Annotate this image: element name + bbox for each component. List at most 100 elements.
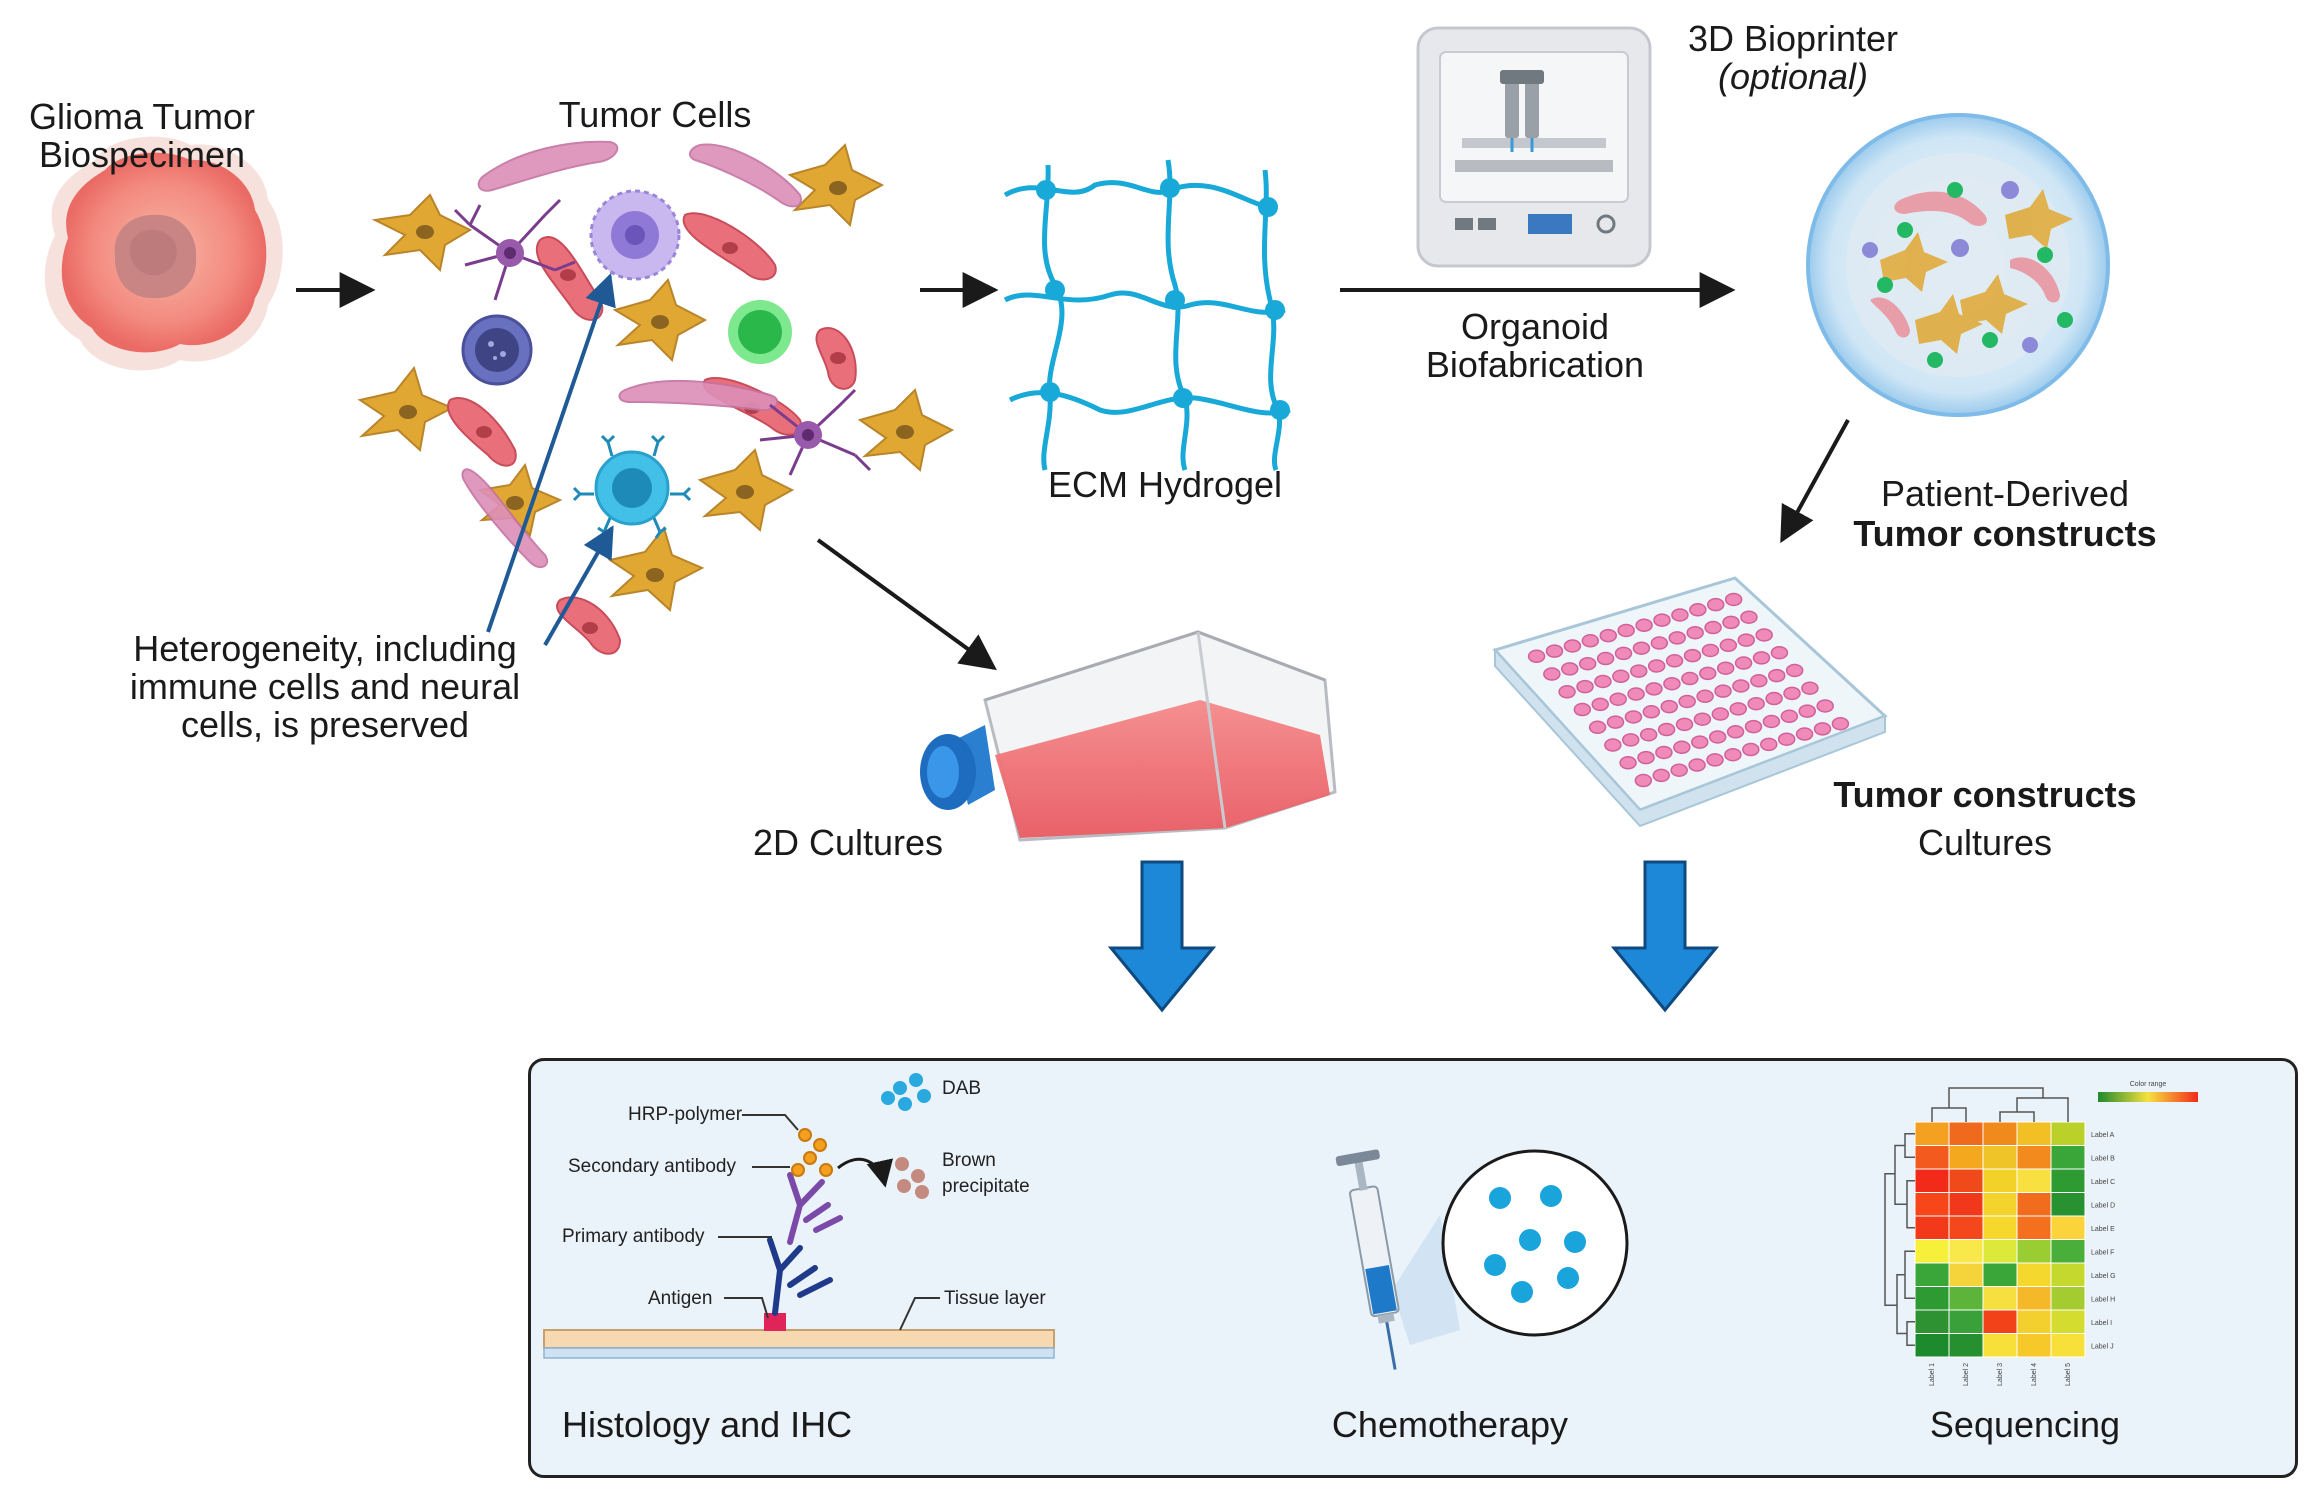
cultures-2d-label: 2D Cultures: [752, 822, 944, 863]
well: [1663, 676, 1681, 691]
well: [1683, 648, 1702, 663]
lymphocyte-cell: [461, 314, 533, 386]
heatmap-row-label: Label C: [2091, 1179, 2115, 1186]
well: [1691, 735, 1709, 749]
heatmap-dendrogram-top: [1931, 1107, 1967, 1122]
heatmap-cell: [1982, 1192, 2018, 1217]
well: [1558, 685, 1576, 699]
well: [1624, 710, 1643, 724]
well: [1750, 674, 1768, 688]
heatmap-dendrogram-top: [2016, 1097, 2069, 1122]
heatmap-cell: [1948, 1192, 1984, 1217]
heatmap-col-label: Label 2: [1963, 1363, 1970, 1386]
heatmap-cell: [1948, 1262, 1984, 1287]
heatmap-cell: [2050, 1121, 2086, 1146]
heatmap-cell: [1914, 1215, 1950, 1240]
well: [1732, 679, 1750, 693]
heatmap-row-label: Label H: [2091, 1296, 2115, 1303]
well: [1765, 691, 1783, 706]
arrow-constructs-to-plate: [1780, 419, 1850, 544]
ecm-hydrogel-label: ECM Hydrogel: [1047, 464, 1283, 505]
well: [1642, 705, 1661, 719]
well: [1740, 610, 1758, 624]
well: [1716, 661, 1735, 675]
well: [1578, 656, 1597, 671]
well: [1627, 687, 1645, 701]
patient-derived-label: Patient-Derived: [1880, 473, 2130, 514]
well: [1675, 717, 1694, 732]
heatmap-cell: [1914, 1333, 1950, 1358]
heatmap-cell: [1948, 1333, 1984, 1358]
heatmap-cell: [1914, 1192, 1950, 1217]
heatmap-row-label: Label E: [2091, 1226, 2115, 1233]
heatmap-cell: [1982, 1309, 2018, 1334]
heatmap-row-label: Label J: [2091, 1343, 2114, 1350]
heatmap-cell: [2050, 1333, 2086, 1358]
well: [1798, 704, 1816, 718]
heatmap-cell: [1948, 1309, 1984, 1334]
well: [1752, 651, 1771, 665]
well: [1737, 633, 1755, 647]
heatmap-cell: [1982, 1262, 2018, 1287]
well: [1594, 674, 1612, 689]
down-arrow-constructs: [1610, 860, 1720, 1013]
well: [1527, 649, 1546, 664]
well: [1780, 709, 1799, 724]
tumor-cells-label: Tumor Cells: [558, 94, 752, 135]
heatmap-cell: [2050, 1309, 2086, 1334]
tumor-constructs-label: Tumor constructs: [1853, 513, 2157, 554]
heterogeneity-label-1: Heterogeneity, including: [133, 628, 517, 669]
well: [1755, 628, 1773, 642]
well: [1657, 722, 1676, 737]
heatmap-cell: [2016, 1215, 2052, 1240]
heatmap-cell: [1914, 1262, 1950, 1287]
well: [1744, 719, 1763, 734]
heatmap-cell: [2050, 1192, 2086, 1217]
heterogeneity-label-3: cells, is preserved: [180, 704, 470, 745]
well: [1591, 697, 1609, 712]
secondary-antibody-label: Secondary antibody: [568, 1156, 736, 1177]
heatmap-cell: [1982, 1121, 2018, 1146]
well: [1561, 662, 1579, 676]
heterogeneity-label-2: immune cells and neural: [129, 666, 521, 707]
well: [1688, 758, 1706, 772]
heatmap-col-label: Label 5: [2065, 1363, 2072, 1386]
ihc-schematic: [543, 1073, 1055, 1359]
well: [1693, 712, 1712, 726]
well: [1783, 686, 1801, 701]
well: [1701, 643, 1720, 658]
well: [1612, 669, 1630, 684]
well: [1831, 716, 1850, 731]
well: [1665, 654, 1684, 668]
arrow-cells-to-2d: [816, 538, 997, 671]
heatmap-cell: [1914, 1145, 1950, 1170]
well: [1630, 664, 1648, 678]
primary-antibody-label: Primary antibody: [562, 1226, 705, 1247]
microglia-cell: [453, 198, 872, 476]
glioma-biospecimen-illustration: [44, 136, 283, 371]
tumor-construct-dish: [1806, 113, 2110, 417]
chemotherapy-illustration: [1335, 1149, 1629, 1370]
green-cell: [728, 300, 792, 364]
heatmap-cell: [1948, 1121, 1984, 1146]
heatmap-cell: [1982, 1333, 2018, 1358]
heatmap-cell: [1948, 1286, 1984, 1311]
well: [1813, 722, 1832, 736]
heatmap-cell: [1914, 1309, 1950, 1334]
heatmap-cell: [2050, 1215, 2086, 1240]
heatmap-cell: [1948, 1215, 1984, 1240]
heatmap-cell: [1948, 1239, 1984, 1264]
heatmap-cell: [2016, 1262, 2052, 1287]
well: [1801, 681, 1819, 695]
heatmap-cell: [2050, 1262, 2086, 1287]
well: [1673, 740, 1691, 755]
well: [1689, 603, 1707, 617]
well: [1768, 668, 1786, 683]
well: [1545, 644, 1564, 658]
well: [1742, 742, 1760, 757]
glioma-label-2: Biospecimen: [38, 134, 246, 175]
well: [1660, 699, 1678, 714]
culture-flask-illustration: [920, 630, 1337, 842]
